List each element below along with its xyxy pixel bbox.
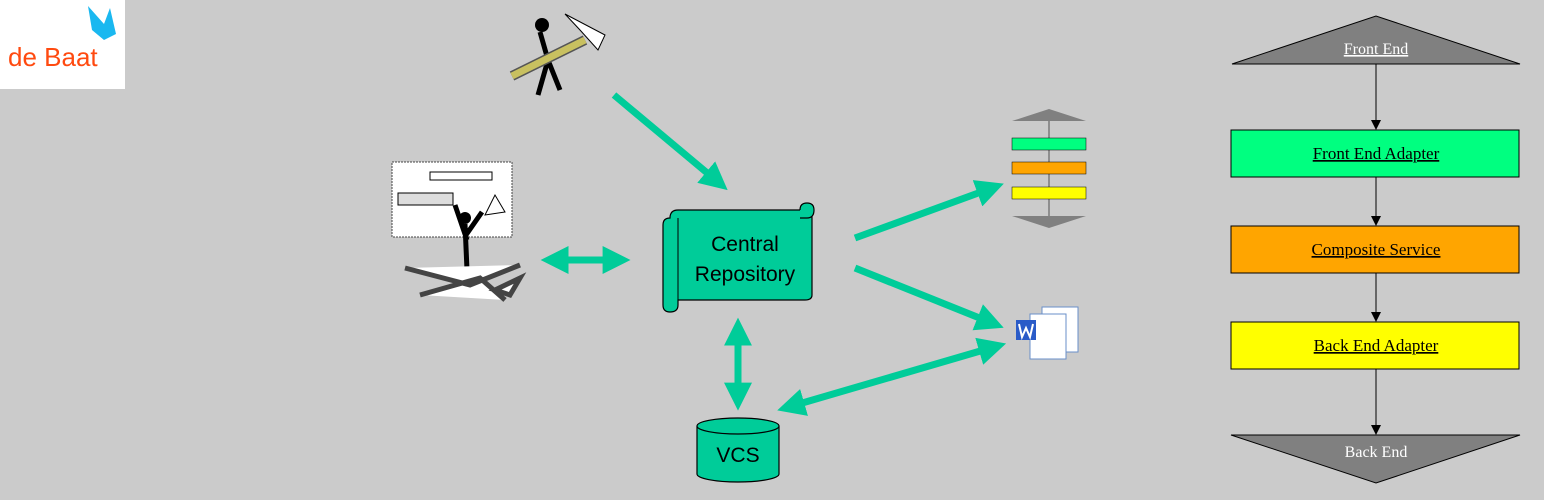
- central-repository: Central Repository: [662, 202, 815, 313]
- logo-text: de Baat: [8, 42, 98, 72]
- designer-at-whiteboard-icon: [391, 161, 527, 302]
- repository-label-line2: Repository: [695, 263, 796, 286]
- word-documents-icon: [1016, 306, 1079, 360]
- arrow-repo-to-docs: [853, 264, 1004, 331]
- logo: de Baat: [0, 0, 125, 89]
- vcs-label: VCS: [716, 444, 759, 467]
- vcs-database: VCS: [696, 417, 780, 483]
- flowchart-thumbnail-icon: [1011, 109, 1087, 228]
- composite-service-label: Composite Service: [1312, 240, 1441, 259]
- arrows: [540, 92, 1007, 416]
- front-end-adapter-label: Front End Adapter: [1313, 144, 1440, 163]
- repository-label-line1: Central: [711, 233, 779, 256]
- arrow-repo-to-flowchart: [853, 180, 1004, 242]
- front-end-label: Front End: [1344, 41, 1408, 58]
- back-end-adapter-label: Back End Adapter: [1314, 336, 1439, 355]
- flowchart: Front End Front End Adapter Composite Se…: [1230, 15, 1521, 484]
- arrow-vcs-docs: [777, 337, 1007, 416]
- back-end-label: Back End: [1345, 444, 1408, 461]
- arrow-builder-to-repo: [611, 92, 728, 191]
- builder-with-hammer-icon: [509, 13, 606, 96]
